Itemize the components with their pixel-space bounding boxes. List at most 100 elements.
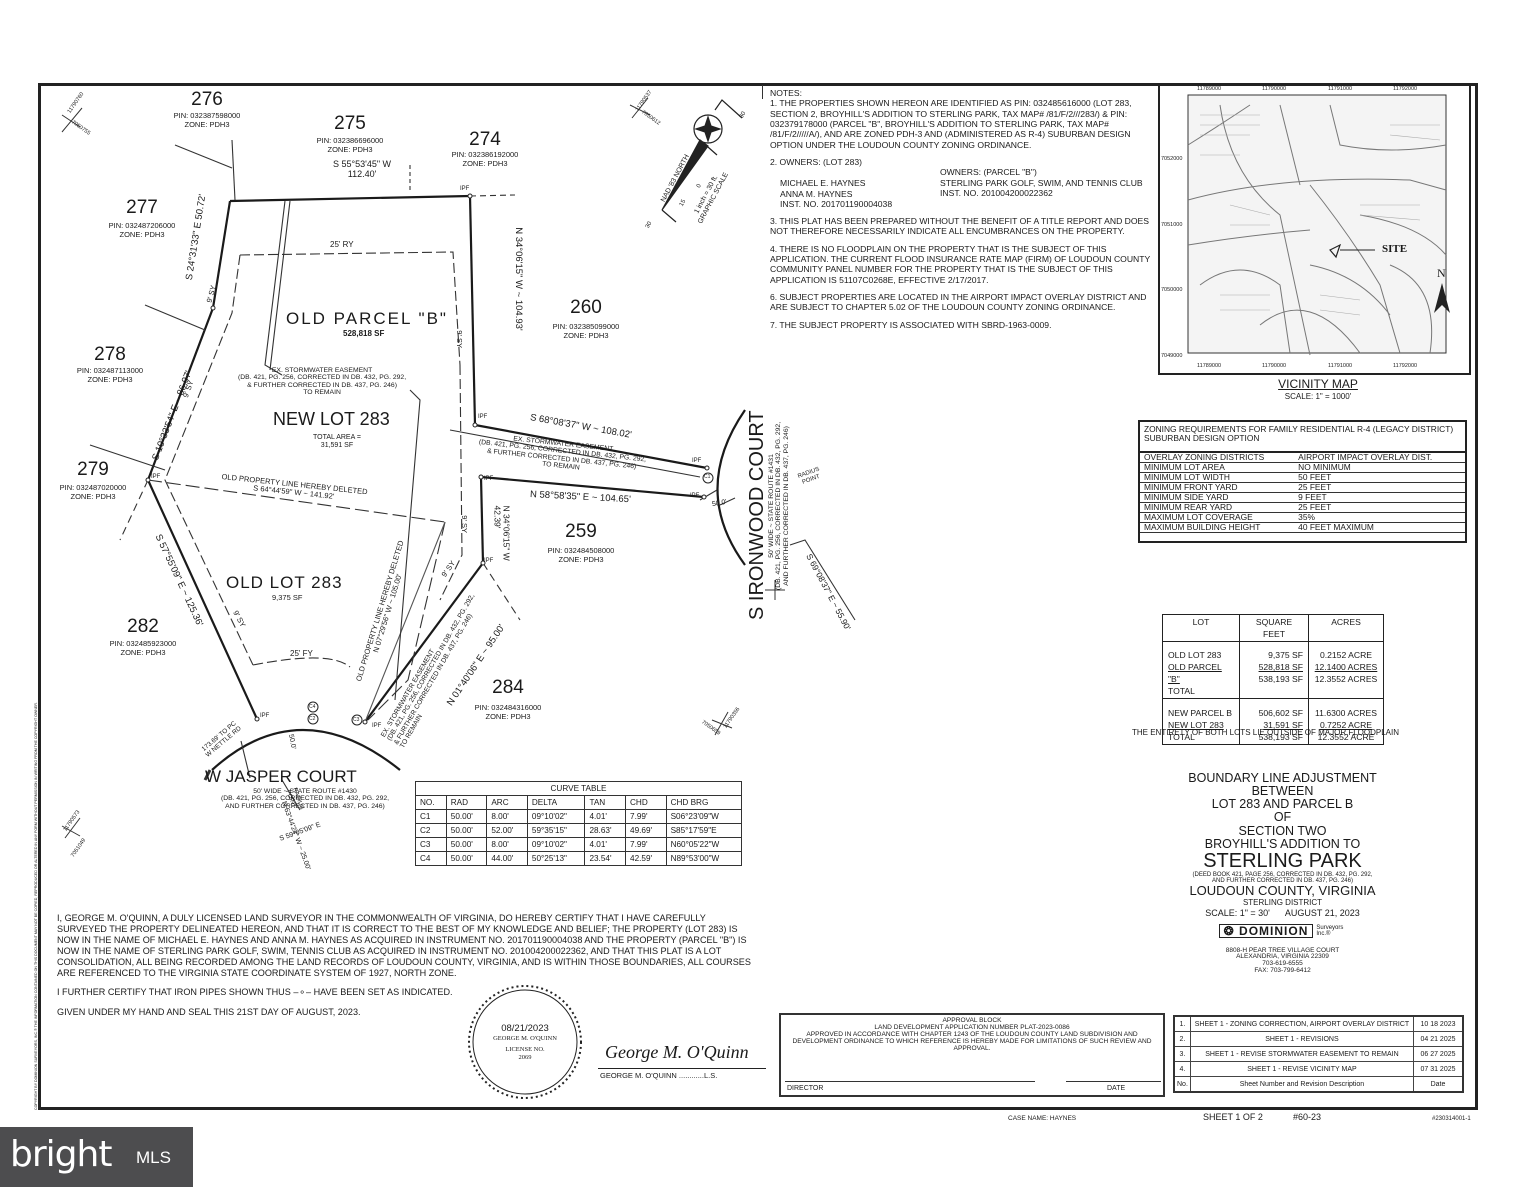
setback-side-label: 9' SY <box>454 330 464 348</box>
boundary-west-upper <box>211 200 232 309</box>
curve-mark: C2 <box>309 716 316 722</box>
column-header: CHD BRG <box>665 795 743 810</box>
cell: N60°05'22"W <box>665 837 743 852</box>
date-line: DATE <box>1107 1085 1126 1092</box>
north-arrow-icon <box>661 99 743 223</box>
cell: SHEET 1 - REVISE STORMWATER EASEMENT TO … <box>1189 1046 1415 1062</box>
cell: 12.3552 ACRE <box>1317 732 1375 742</box>
note-4: 4. THERE IS NO FLOODPLAIN ON THE PROPERT… <box>770 243 1151 285</box>
ipf-label: IPF <box>690 493 700 499</box>
cell: C4 <box>415 851 447 866</box>
vicinity-map-streets <box>1187 94 1450 356</box>
cell: 23.54' <box>584 851 627 866</box>
title-line: (DEED BOOK 421, PAGE 256, CORRECTED IN D… <box>1192 871 1373 878</box>
cell: 50.00' <box>445 809 488 824</box>
column-header: CHD <box>625 795 667 810</box>
boundary-n58 <box>480 475 705 499</box>
zoning-value: 50 FEET <box>1294 472 1466 483</box>
curve-table-title: CURVE TABLE <box>415 781 742 796</box>
setback-25-ry <box>239 251 461 366</box>
zoning-value: 25 FEET <box>1294 482 1466 493</box>
ipf-label: IPF <box>692 458 702 464</box>
lot-number: 284 <box>492 677 524 698</box>
table-header: No.Sheet Number and Revision Description… <box>1173 1076 1464 1093</box>
lot-number: 276 <box>191 89 223 110</box>
owner-name: STERLING PARK GOLF, SWIM, AND TENNIS CLU… <box>940 177 1143 188</box>
scale-date: SCALE: 1" = 30' AUGUST 21, 2023 <box>1205 908 1360 919</box>
ipf-label: IPF <box>460 186 470 192</box>
case-name: CASE NAME: HAYNES <box>1008 1115 1077 1122</box>
note-6: 6. SUBJECT PROPERTIES ARE LOCATED IN THE… <box>770 292 1147 313</box>
approval-title: APPROVAL BLOCK <box>942 1017 1002 1024</box>
zoning-value: AIRPORT IMPACT OVERLAY DIST. <box>1294 452 1466 463</box>
zoning-value: 40 FEET MAXIMUM <box>1294 522 1466 533</box>
lot-number: 275 <box>334 113 366 134</box>
surveyor-seal <box>468 985 582 1099</box>
zoning-label: MAXIMUM BUILDING HEIGHT <box>1139 522 1295 533</box>
approval-text: APPROVED IN ACCORDANCE WITH CHAPTER 1243… <box>792 1031 1152 1052</box>
application-number: LAND DEVELOPMENT APPLICATION NUMBER PLAT… <box>874 1024 1070 1031</box>
cell: SHEET 1 - REVISIONS <box>1189 1031 1415 1047</box>
zoning-label: MAXIMUM LOT COVERAGE <box>1139 512 1295 523</box>
cell: 50.00' <box>445 837 488 852</box>
x-tick: 11789000 <box>1197 363 1222 369</box>
cell: S06°23'09"W <box>665 809 743 824</box>
compass-rose-icon: ❂ <box>1223 923 1235 938</box>
cell: N89°53'00"W <box>665 851 743 866</box>
column-header: ARC <box>486 795 528 810</box>
new-lot-283-label: NEW LOT 283 <box>273 409 390 429</box>
zoning-label: MINIMUM FRONT YARD <box>1139 482 1295 493</box>
zoning-label: MINIMUM LOT WIDTH <box>1139 472 1295 483</box>
cell: 07 31 2025 <box>1413 1061 1464 1077</box>
zoning-value: 25 FEET <box>1294 502 1466 513</box>
sheet-number: SHEET 1 OF 2 <box>1203 1112 1263 1122</box>
cell: 4.01' <box>584 809 627 824</box>
cell: 4. <box>1173 1061 1191 1077</box>
boundary-west-lower <box>146 479 259 720</box>
ironwood-court-label: S IRONWOOD COURT <box>746 410 768 620</box>
curve-mark: C3 <box>353 717 360 723</box>
old-parcel-b-label: OLD PARCEL "B" <box>286 309 448 328</box>
cell: C3 <box>415 837 447 852</box>
column-header: RAD <box>445 795 488 810</box>
cell: OLD PARCEL "B" <box>1168 662 1222 684</box>
zoning-label: MINIMUM LOT AREA <box>1139 462 1295 473</box>
notes-divider <box>762 85 763 99</box>
bright-mls-logo: bright MLS <box>0 1127 193 1187</box>
title-line: BOUNDARY LINE ADJUSTMENT <box>1188 771 1377 785</box>
district-label: STERLING DISTRICT <box>1242 897 1323 907</box>
column-header: Sheet Number and Revision Description <box>1189 1076 1415 1093</box>
ipf-label: IPF <box>484 476 494 482</box>
job-number: #230314001-1 <box>1432 1116 1471 1122</box>
zoning-value: NO MINIMUM <box>1294 462 1466 473</box>
title-line: AND FURTHER CORRECTED IN DB. 437, PG. 24… <box>1212 878 1353 885</box>
ironwood-court-details: 50' WIDE ~ STATE ROUTE #1431(DB. 421, PG… <box>768 421 790 590</box>
cell: 4.01' <box>584 837 627 852</box>
boundary-southeast <box>364 562 484 723</box>
iron-pipe-certification: I FURTHER CERTIFY THAT IRON PIPES SHOWN … <box>57 987 453 998</box>
stormwater-easement-label: EX. STORMWATER EASEMENT(DB. 421, PG. 256… <box>238 367 407 397</box>
zoning-value: 35% <box>1294 512 1466 523</box>
jasper-court-details: 50' WIDE ~ STATE ROUTE #1430(DB. 421, PG… <box>220 788 390 810</box>
cell: 538,193 SF <box>1258 732 1303 742</box>
y-tick: 7052000 <box>1161 156 1183 162</box>
cell: 50.00' <box>445 823 488 838</box>
owner-inst: INST. NO. 201004200022362 <box>940 187 1053 198</box>
cell: 28.63' <box>584 823 627 838</box>
iron-pipe-symbol-icon: –⚬– <box>293 987 312 998</box>
seal-content: 08/21/2023 GEORGE M. O'QUINN LICENSE NO.… <box>493 1023 557 1062</box>
zoning-title: ZONING REQUIREMENTS FOR FAMILY RESIDENTI… <box>1139 421 1466 453</box>
note-2-title: 2. OWNERS: (LOT 283) <box>770 156 863 167</box>
zoning-value: 9 FEET <box>1294 492 1466 503</box>
